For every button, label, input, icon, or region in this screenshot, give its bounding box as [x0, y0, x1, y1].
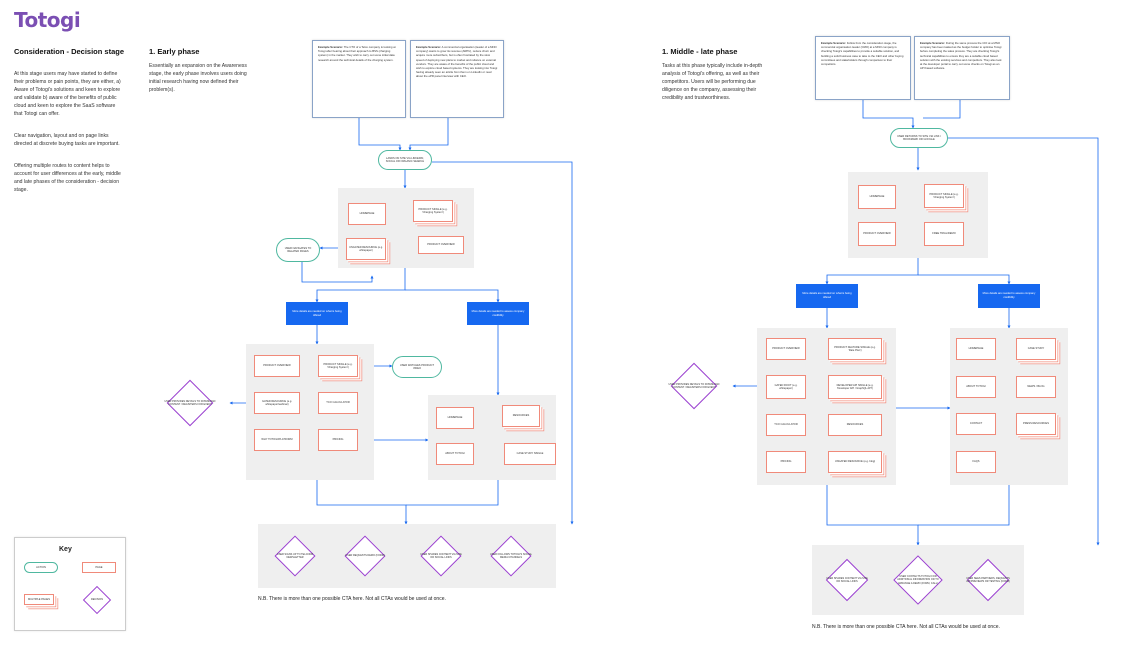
early-cta-note: N.B. There is more than one possible CTA… [258, 596, 446, 602]
early-cta-follow-social[interactable]: USER FOLLOWS TOTOGI'S SOCIAL MEDIA CHANN… [478, 535, 544, 577]
middle-r-about: ABOUT TOTOGI [956, 376, 996, 398]
early-r-about: ABOUT TOTOGI [436, 443, 474, 465]
middle-product-single: PRODUCT SINGLE (e.g. 'Charging System') [924, 184, 964, 208]
middle-cta-contact[interactable]: USER CONTACTS TOTOGI FOR ADDITIONAL INFO… [886, 555, 950, 605]
key-title: Key [59, 546, 72, 553]
early-product-single: PRODUCT SINGLE (e.g. 'Charging System') [413, 200, 453, 222]
middle-scenario-2: Example Scenario: During the same proces… [914, 36, 1010, 100]
early-cta-newsletter[interactable]: USER SIGNS UP TO TELCODR NEWSLETTER [264, 535, 326, 577]
middle-r-faqs: FAQS [956, 451, 996, 473]
early-p-single: PRODUCT SINGLE (e.g. 'Charging System') [318, 355, 358, 377]
stage-para-3: Offering multiple routes to content help… [14, 163, 121, 193]
middle-cta-note: N.B. There is more than one possible CTA… [812, 624, 1000, 630]
middle-developer-api: DEVELOPER API SINGLE (e.g. 'Developer AP… [828, 375, 882, 399]
middle-phase-desc: Tasks at this phase typically include in… [662, 63, 763, 101]
key-decision: DECISION [77, 585, 117, 615]
middle-need-credibility: More details are needed to assess compan… [978, 284, 1040, 308]
middle-cta-partners[interactable]: USER SEES PARTNERS, REQUESTS API/PREVIEW… [956, 558, 1020, 602]
early-scenario-1: Example Scenario: The CTO of a Telco com… [312, 40, 406, 118]
middle-resources: RESOURCES [828, 414, 882, 436]
early-phase-title: 1. Early phase [149, 47, 200, 56]
early-cta-share-content[interactable]: USER SHARES CONTENT VIA SITE OR SOCIAL L… [410, 535, 472, 577]
early-lands-on-site: LANDS ON SITE VIA LINKEDIN, SOCIAL OR OR… [378, 150, 432, 170]
middle-r-press: PRESS RESOURCES [1016, 413, 1056, 435]
early-ungated-resource: UNGATED RESOURCE (e.g. whitepaper) [346, 238, 386, 260]
early-user-navigates: USER NAVIGATES TO RELATED PAGES [276, 238, 320, 262]
early-r-homepage: HOMEPAGE [436, 407, 474, 429]
middle-gated: GATED ROOT (e.g. whitepaper) [766, 375, 806, 399]
middle-product-overview: PRODUCT OVERVIEW [858, 222, 896, 246]
early-why-totogi: WHY TOTOGI/PLATFORM [254, 429, 300, 451]
early-phase-desc: Essentially an expansion on the Awarenes… [149, 63, 247, 93]
early-watch-video: USER WATCHES PRODUCT VIDEO [392, 356, 442, 378]
middle-scenario-1: Example Scenario: Follow from the consid… [815, 36, 911, 100]
totogi-logo: Totogi [14, 8, 81, 32]
early-p-overview: PRODUCT OVERVIEW [254, 355, 300, 377]
middle-cta-share-content[interactable]: USER SHARES CONTENT VIA SITE OR SOCIAL L… [816, 558, 878, 602]
middle-pricing: PRICING [766, 451, 806, 473]
middle-phase-title: 1. Middle - late phase [662, 47, 738, 56]
stage-para-1: At this stage users may have started to … [14, 71, 121, 117]
key-page: PAGE [82, 562, 116, 573]
early-pricing: PRICING [318, 429, 358, 451]
stage-title: Consideration - Decision stage [14, 47, 125, 56]
early-cta-request-demo[interactable]: USER REQUESTS DEMO (FORM) [334, 535, 396, 577]
early-tco-calculator: TCO CALCULATOR [318, 392, 358, 414]
middle-ungated: UNGATED RESOURCE (e.g. blog) [828, 451, 882, 473]
middle-r-contact: CONTACT [956, 413, 996, 435]
stage-description: At this stage users may have started to … [14, 62, 122, 208]
middle-p-feature: PRODUCT FEATURE SINGLE (e.g. 'Rate Plan'… [828, 338, 882, 360]
middle-tco-calculator: TCO CALCULATOR [766, 414, 806, 436]
early-r-case-study: CASE STUDY SINGLE [504, 443, 556, 465]
early-r-resources: RESOURCES [502, 405, 540, 427]
early-need-offer-details: More details are needed on what is being… [286, 302, 348, 325]
key-multiple-pages: MULTIPLE PAGES [24, 594, 54, 605]
middle-need-offer-details: More details are needed on what is being… [796, 284, 858, 308]
early-homepage: HOMEPAGE [348, 203, 386, 225]
middle-r-case-study: CASE STUDY [1016, 338, 1056, 360]
early-gated-resource: GATED RESOURCE (e.g. whitepaper/webinar) [254, 392, 300, 414]
middle-r-homepage: HOMEPAGE [956, 338, 996, 360]
middle-homepage: HOMEPAGE [858, 185, 896, 209]
middle-p-overview: PRODUCT OVERVIEW [766, 338, 806, 360]
middle-free-trial: FREE TRIAL/DEMO [924, 222, 964, 246]
early-scenario-2: Example Scenario: A commercial organisat… [410, 40, 504, 118]
stage-para-2: Clear navigation, layout and on page lin… [14, 133, 120, 147]
legend-key: Key ACTION PAGE MULTIPLE PAGES DECISION [14, 537, 126, 631]
key-action: ACTION [24, 562, 58, 573]
early-need-credibility: More details are needed to assess compan… [467, 302, 529, 325]
early-product-overview: PRODUCT OVERVIEW [418, 236, 464, 254]
middle-r-news: NEWS / BLOG [1016, 376, 1056, 398]
middle-provide-details-decision: USER PROVIDES DETAILS TO DOWNLOAD CONTEN… [654, 362, 734, 410]
middle-returns-to-site: USER RETURNS TO SITE VIA LINK / BOOKMARK… [890, 128, 948, 148]
early-provide-details-decision: USER PROVIDES DETAILS TO DOWNLOAD CONTEN… [150, 379, 230, 427]
